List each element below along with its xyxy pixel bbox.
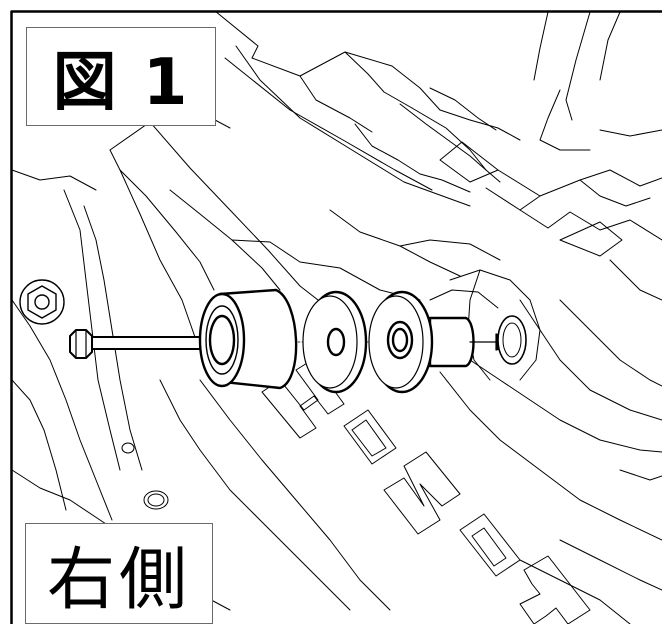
side-label: 右側 [25,523,213,624]
figure-label: 図 1 [26,27,216,126]
collar-part [368,290,475,394]
honda-lettering-outline [261,359,591,624]
bolt-part [69,329,201,359]
washer-part [302,290,368,394]
frame-holes [121,442,169,510]
frame-mount-hole [497,315,527,365]
frame-hex-bolt [19,279,65,325]
slider-part [198,288,298,390]
diagram-frame [10,10,662,624]
motorcycle-body-linework [11,10,662,624]
